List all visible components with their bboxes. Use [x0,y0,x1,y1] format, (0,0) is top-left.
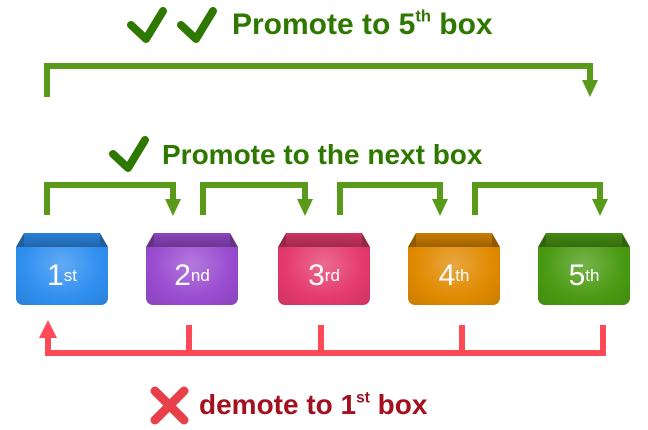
box-number: 1 [47,259,64,292]
promote-arrow-3-4 [337,182,443,215]
box-inner [286,233,362,247]
arrowhead-up-icon [39,320,57,338]
cross-icon [150,386,189,425]
demote-arrow [45,325,606,356]
demote-label: demote to 1st box [199,389,428,420]
box-number: 5 [568,259,586,292]
box-inner [546,233,622,247]
promote-arrow-1-2 [44,182,176,215]
box-number: 2 [174,259,191,292]
box-number: 3 [308,259,325,292]
arrowhead-icon [165,199,181,216]
promote-to-fifth-label: Promote to 5th box [232,7,493,41]
box-inner [154,233,230,247]
box-inner [24,233,100,247]
box-number: 4 [438,259,456,292]
arrowhead-icon [432,199,448,216]
double-check-icon [127,7,217,43]
promote-arrow-2-3 [200,182,308,215]
arrowhead-icon [582,80,598,97]
promote-next-label: Promote to the next box [162,139,483,170]
promote-arrow-4-5 [472,182,603,215]
arrowhead-icon [297,199,313,216]
check-icon [109,136,149,172]
box-inner [416,233,492,247]
arrowhead-icon [592,199,608,216]
promote-to-fifth-arrow [44,63,593,97]
